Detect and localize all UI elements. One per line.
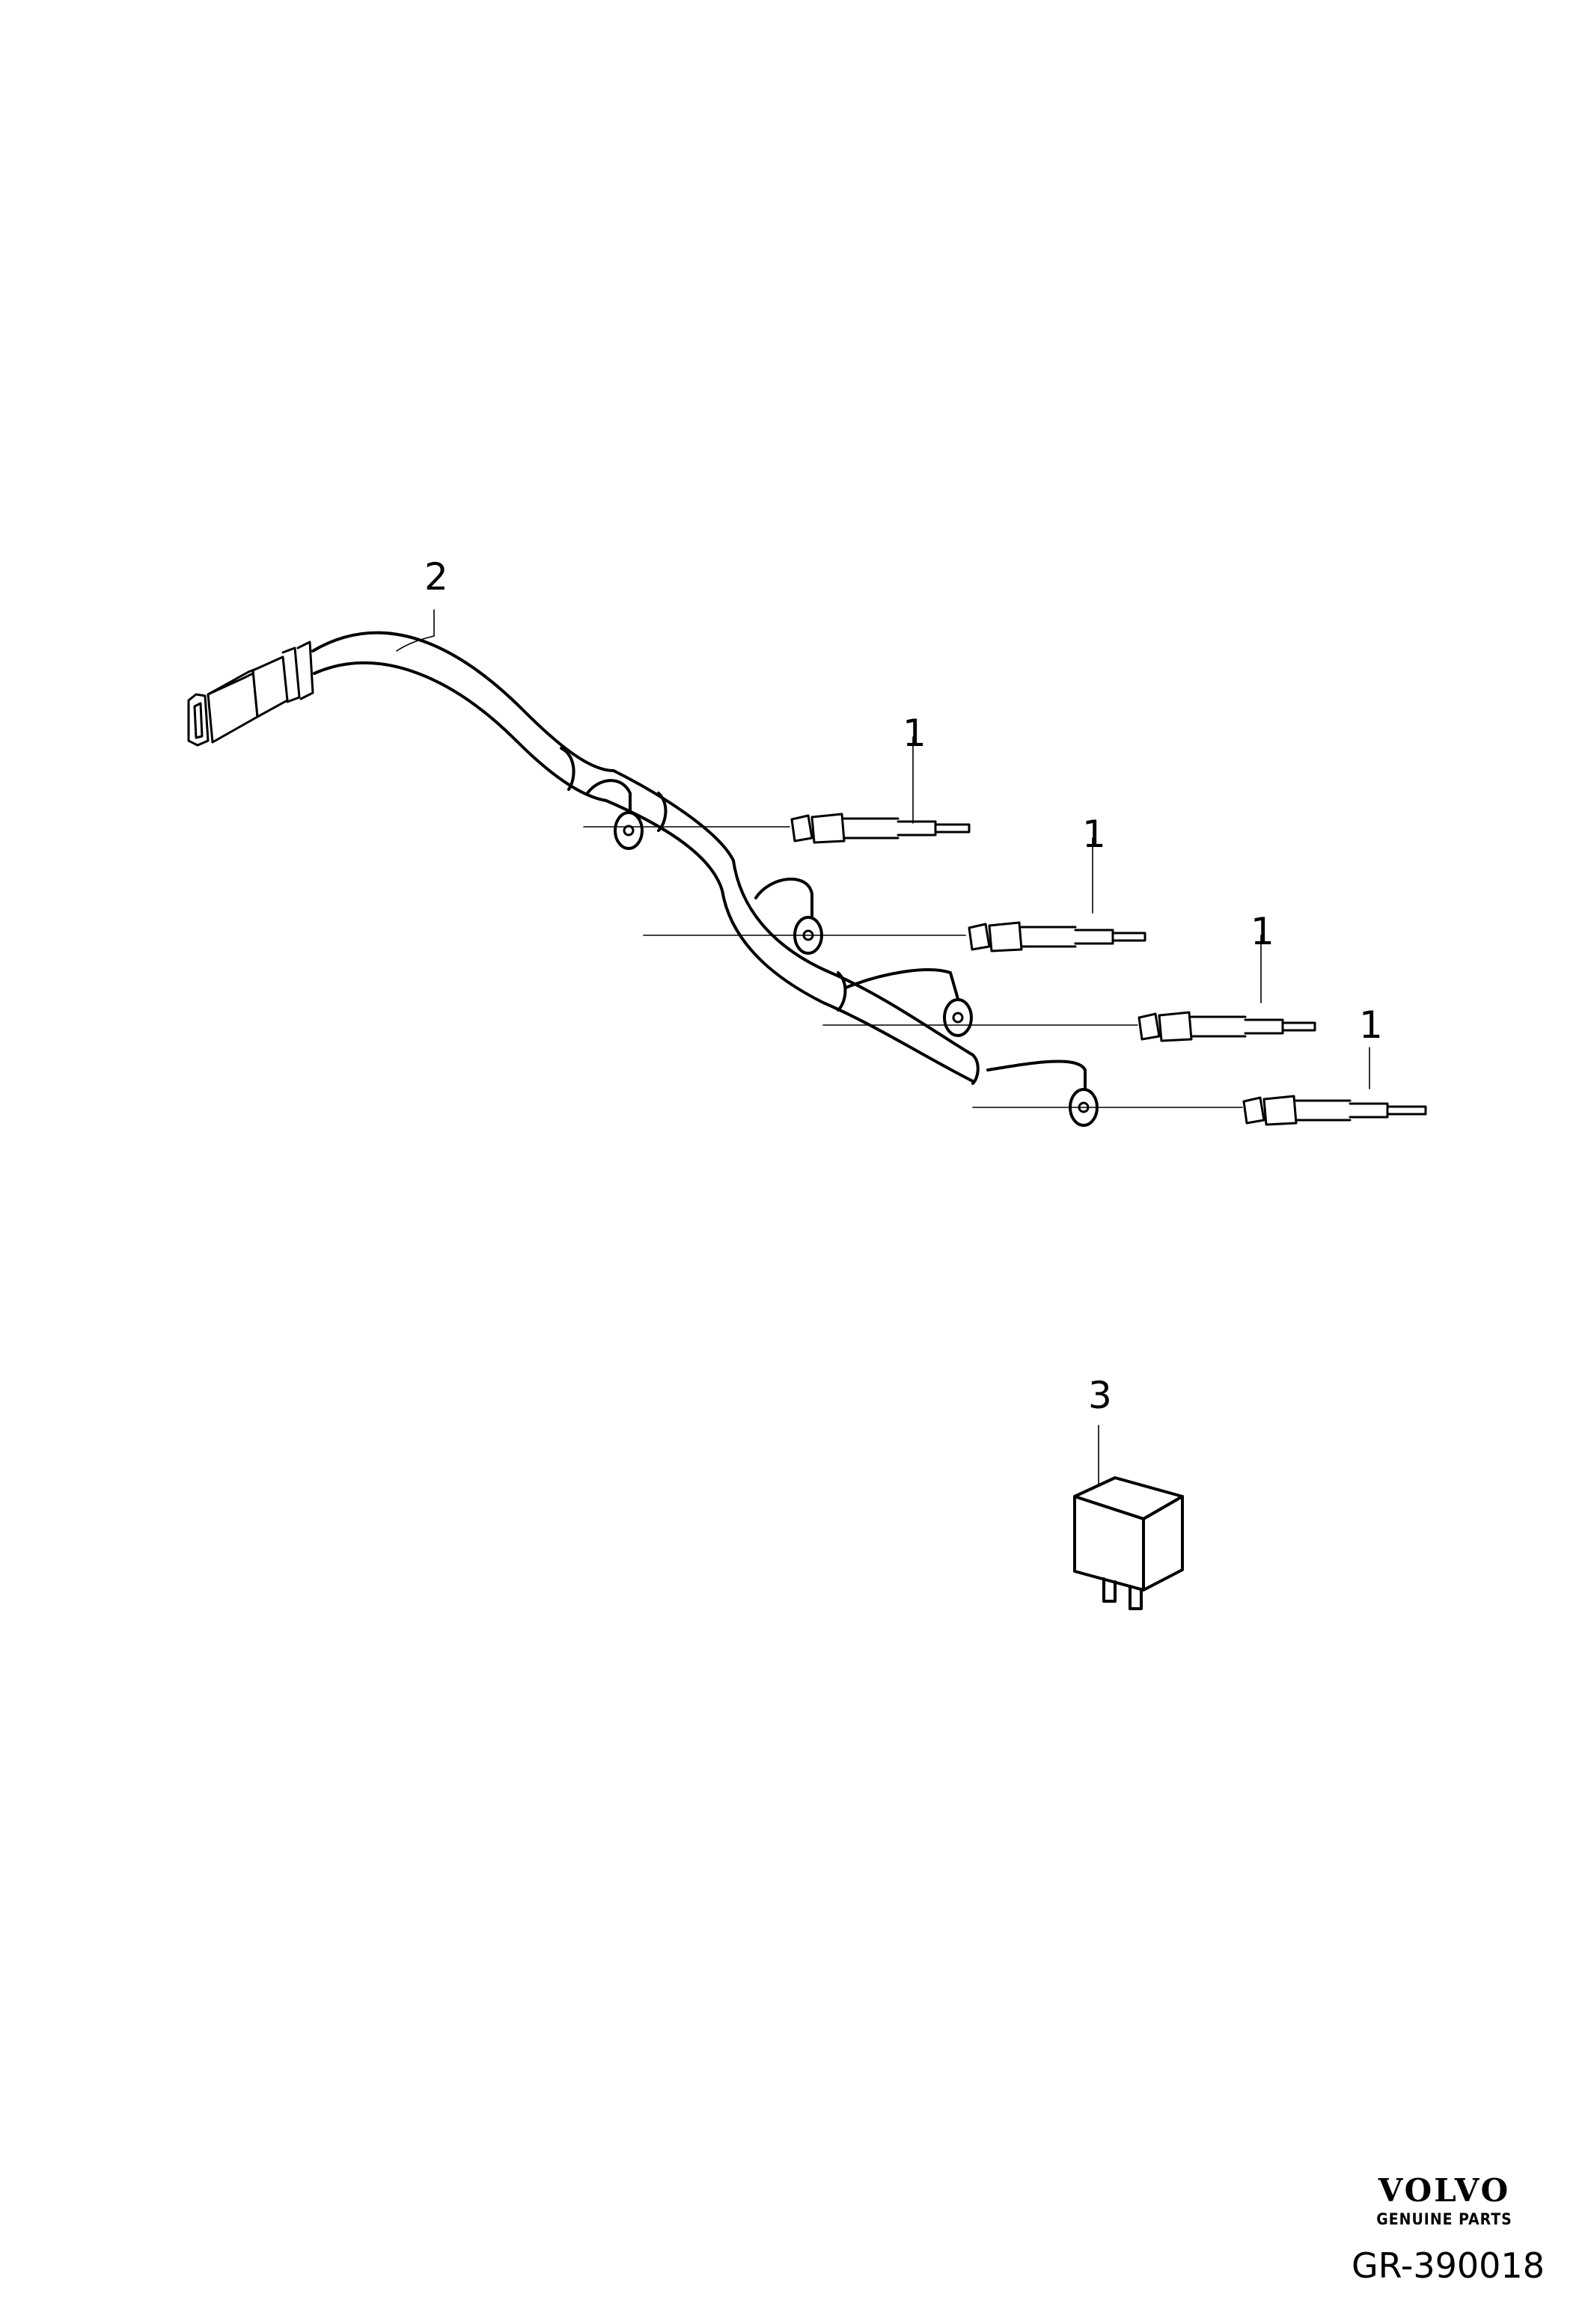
- figure-reference: GR-390018: [1352, 2245, 1545, 2286]
- callout-glow-plug-3: 1: [1250, 910, 1274, 953]
- callout-glow-plug-4: 1: [1359, 1003, 1383, 1047]
- glow-plug-4[interactable]: [1242, 1095, 1427, 1126]
- callout-relay: 3: [1088, 1374, 1112, 1417]
- harness-connector: [187, 640, 314, 747]
- volvo-logo: VOLVO: [1378, 2172, 1511, 2209]
- leader-lines: [396, 609, 1370, 1486]
- harness-main-cable: [311, 631, 974, 1056]
- relay[interactable]: [1073, 1476, 1184, 1610]
- callout-glow-plug-2: 1: [1082, 813, 1106, 856]
- glow-plug-2[interactable]: [968, 921, 1146, 952]
- wiring-harness[interactable]: [187, 631, 1099, 1127]
- callout-wiring-harness: 2: [424, 555, 448, 599]
- genuine-parts-label: GENUINE PARTS: [1376, 2210, 1512, 2228]
- glow-plug-1[interactable]: [790, 813, 971, 844]
- glow-plug-3[interactable]: [1137, 1011, 1316, 1042]
- callout-glow-plug-1: 1: [903, 712, 926, 755]
